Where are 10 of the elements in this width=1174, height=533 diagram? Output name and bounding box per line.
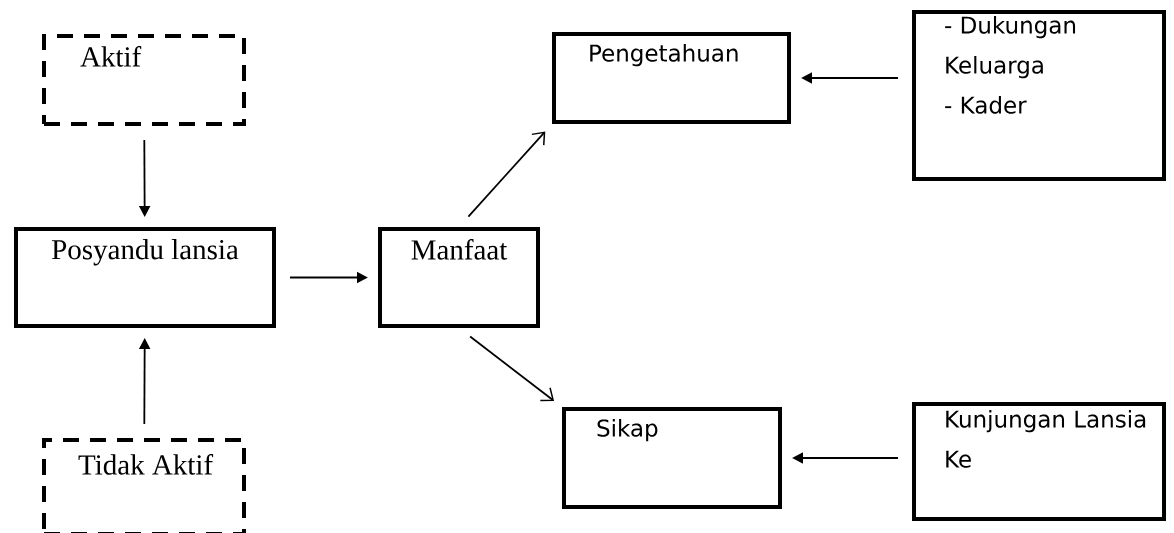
process-box: Pengetahuan — [552, 32, 791, 124]
arrow — [467, 131, 546, 218]
dashed-box: Aktif — [42, 34, 246, 126]
dashed-box: Tidak Aktif — [42, 438, 246, 533]
process-box: Manfaat — [378, 227, 540, 328]
process-box: Sikap — [562, 407, 782, 509]
process-box: Kunjungan Lansia Ke — [912, 402, 1166, 521]
process-box: Posyandu lansia — [14, 227, 276, 328]
process-box: - Dukungan Keluarga - Kader — [912, 10, 1166, 181]
arrow — [469, 335, 555, 402]
